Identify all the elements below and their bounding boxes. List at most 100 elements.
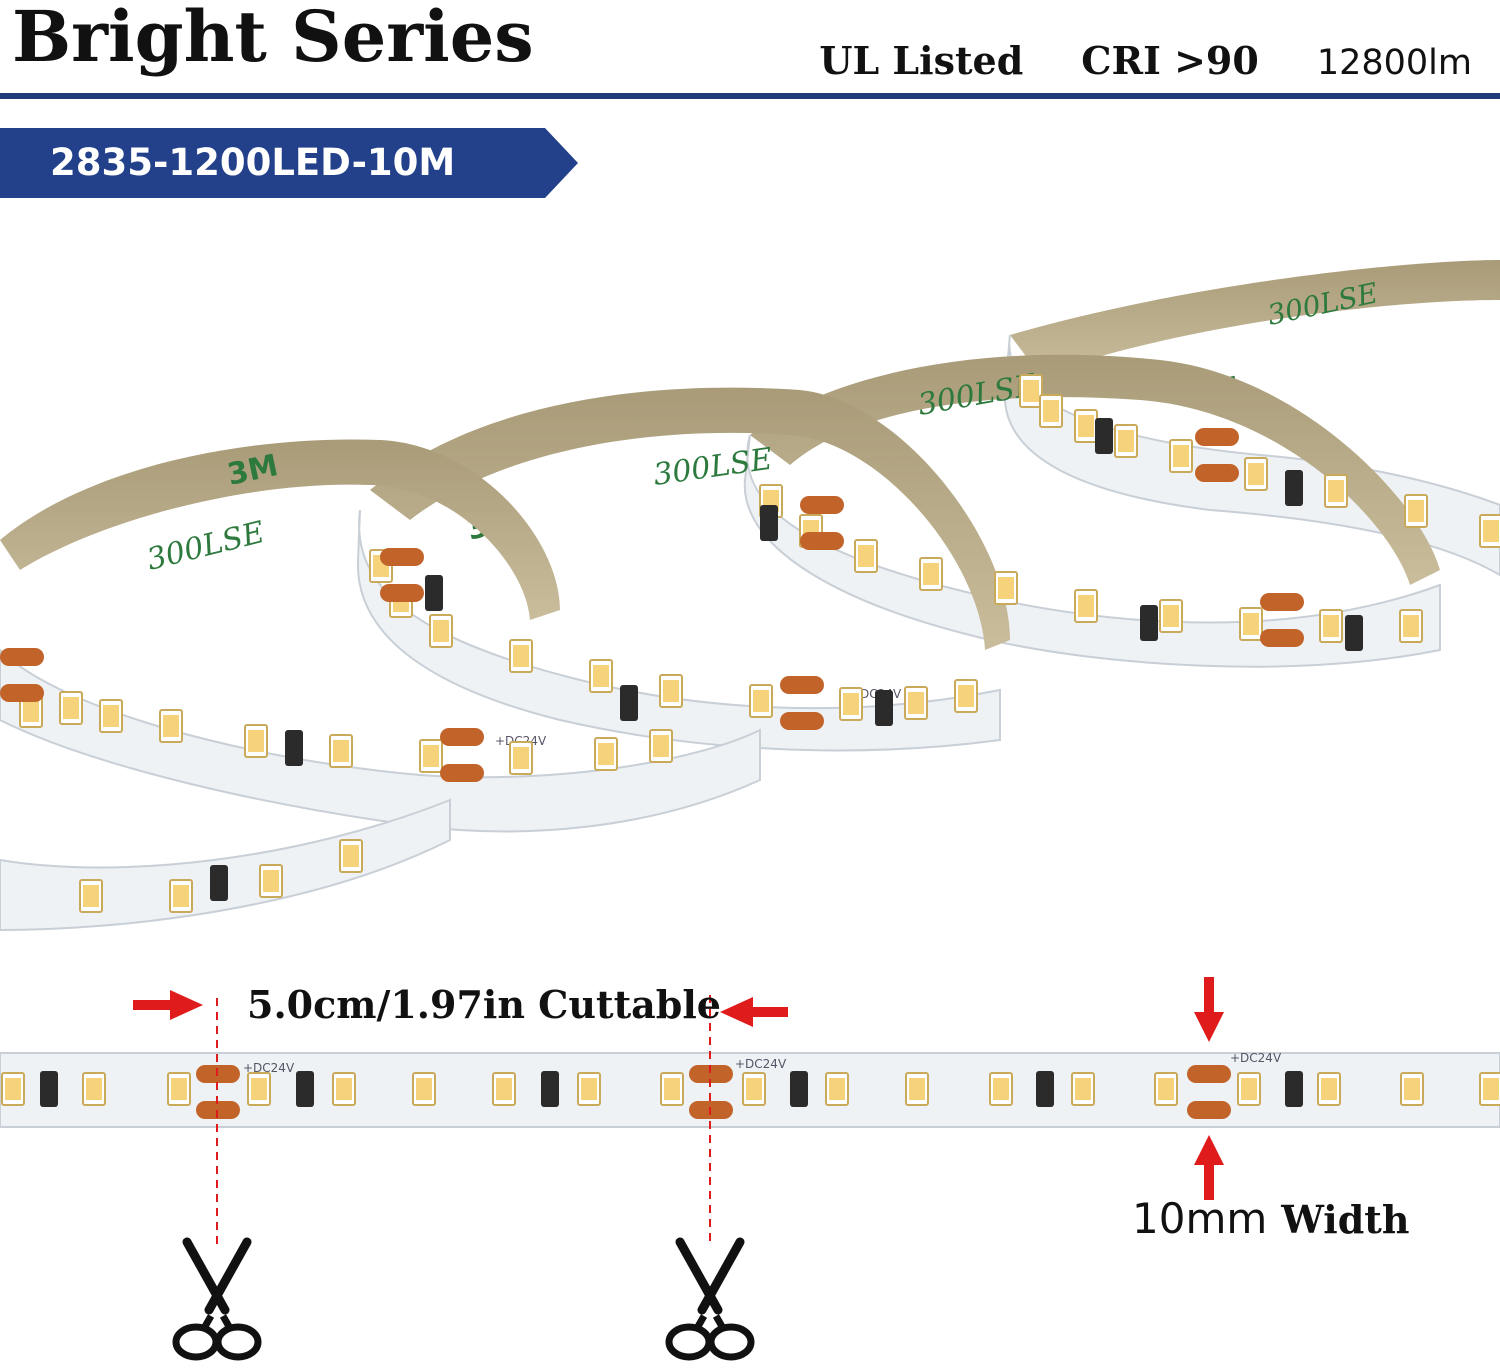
led-phosphor <box>1243 613 1259 635</box>
solder-pad <box>1260 629 1304 647</box>
led-phosphor <box>86 1078 102 1100</box>
spec-list: UL Listed CRI >90 12800lm <box>819 38 1472 83</box>
led-phosphor <box>753 690 769 712</box>
strip-coil-illustration: 3M 300LSE 300LSE 3M 300LSE +DC24V 3M 300… <box>0 260 1500 932</box>
led-phosphor <box>908 692 924 714</box>
led-phosphor <box>173 885 189 907</box>
led-phosphor <box>5 1078 21 1100</box>
solder-pad <box>440 728 484 746</box>
led-phosphor <box>653 735 669 757</box>
led-phosphor <box>1248 463 1264 485</box>
led-phosphor <box>1078 415 1094 437</box>
led-phosphor <box>1173 445 1189 467</box>
solder-pad <box>800 532 844 550</box>
led-phosphor <box>1403 615 1419 637</box>
solder-pad <box>780 676 824 694</box>
led-phosphor <box>1323 615 1339 637</box>
led-phosphor <box>513 645 529 667</box>
led-phosphor <box>923 563 939 585</box>
solder-pad <box>1187 1101 1231 1119</box>
led-phosphor <box>1163 605 1179 627</box>
resistor <box>1095 418 1113 454</box>
led-phosphor <box>1078 595 1094 617</box>
badge-arrow-shape <box>0 128 578 198</box>
led-phosphor <box>423 745 439 767</box>
resistor <box>760 505 778 541</box>
resistor <box>875 690 893 726</box>
led-phosphor <box>1118 430 1134 452</box>
led-phosphor <box>1408 500 1424 522</box>
led-phosphor <box>958 685 974 707</box>
solder-pad <box>780 712 824 730</box>
solder-pad <box>0 684 44 702</box>
led-phosphor <box>333 740 349 762</box>
cut-diagram: +DC24V +DC24V +DC24V <box>0 977 1500 1361</box>
led-phosphor <box>416 1078 432 1100</box>
solder-pad <box>0 648 44 666</box>
solder-pad <box>1187 1065 1231 1083</box>
svg-text:300LSE: 300LSE <box>651 442 774 493</box>
led-phosphor <box>103 705 119 727</box>
led-phosphor <box>1043 400 1059 422</box>
resistor <box>620 685 638 721</box>
led-phosphor <box>496 1078 512 1100</box>
led-phosphor <box>843 693 859 715</box>
page-title: Bright Series <box>12 0 534 78</box>
led-phosphor <box>581 1078 597 1100</box>
cuttable-label: 5.0cm/1.97in Cuttable <box>247 982 721 1027</box>
led-phosphor <box>1404 1078 1420 1100</box>
solder-pad <box>689 1065 733 1083</box>
led-phosphor <box>248 730 264 752</box>
led-chips <box>0 374 1500 913</box>
led-phosphor <box>1075 1078 1091 1100</box>
led-phosphor <box>1158 1078 1174 1100</box>
led-phosphor <box>513 747 529 769</box>
led-phosphor <box>663 680 679 702</box>
solder-pad <box>440 764 484 782</box>
arrow-left-icon <box>720 997 788 1027</box>
led-phosphor <box>598 743 614 765</box>
solder-pad <box>1195 464 1239 482</box>
led-phosphor <box>1483 520 1499 542</box>
led-phosphor <box>343 845 359 867</box>
led-phosphor <box>163 715 179 737</box>
solder-pad <box>380 584 424 602</box>
led-phosphor <box>83 885 99 907</box>
resistor <box>425 575 443 611</box>
resistor <box>790 1071 808 1107</box>
resistor <box>1036 1071 1054 1107</box>
led-phosphor <box>1483 1078 1499 1100</box>
solder-pad <box>1195 428 1239 446</box>
led-phosphor <box>171 1078 187 1100</box>
led-phosphor <box>263 870 279 892</box>
resistor <box>40 1071 58 1107</box>
led-phosphor <box>746 1078 762 1100</box>
resistor <box>210 865 228 901</box>
spec-lumens: 12800lm <box>1316 43 1472 83</box>
led-phosphor <box>1321 1078 1337 1100</box>
led-phosphor <box>23 700 39 722</box>
solder-pad <box>1260 593 1304 611</box>
led-phosphor <box>1241 1078 1257 1100</box>
header-divider <box>0 93 1500 99</box>
led-phosphor <box>251 1078 267 1100</box>
led-phosphor <box>336 1078 352 1100</box>
resistor <box>1285 470 1303 506</box>
coil-1: 3M 300LSE +DC24V <box>0 439 761 932</box>
led-phosphor <box>664 1078 680 1100</box>
led-phosphor <box>1328 480 1344 502</box>
arrow-down-icon <box>1194 977 1224 1042</box>
led-phosphor <box>858 545 874 567</box>
led-phosphor <box>998 577 1014 599</box>
arrow-right-icon <box>133 990 203 1020</box>
model-label: 2835-1200LED-10M <box>50 141 456 184</box>
led-phosphor <box>829 1078 845 1100</box>
led-phosphor <box>1023 380 1039 402</box>
resistor <box>1345 615 1363 651</box>
svg-text:+DC24V: +DC24V <box>1230 1051 1282 1065</box>
resistor <box>285 730 303 766</box>
resistor <box>1285 1071 1303 1107</box>
resistor <box>1140 605 1158 641</box>
spec-cri: CRI >90 <box>1081 38 1259 83</box>
